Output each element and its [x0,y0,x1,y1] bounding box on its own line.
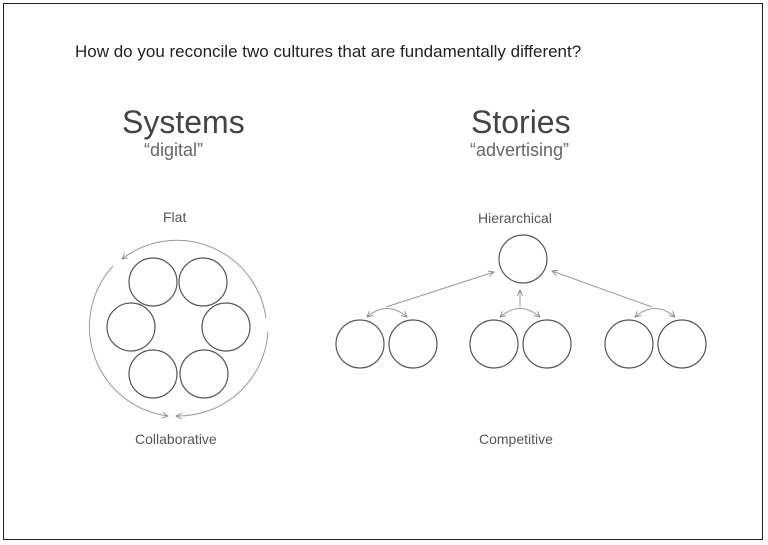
team-member-circle [106,302,156,352]
systems-subtitle: “digital” [144,140,204,160]
hierarchical-label: Hierarchical [478,210,552,226]
team-member-circle [657,319,707,369]
rivalry-arrow [500,308,540,318]
systems-title: Systems [122,104,245,140]
team-member-circle [178,257,228,307]
team-member-circle [604,319,654,369]
stories-subtitle: “advertising” [470,140,570,160]
flat-label: Flat [163,209,187,225]
hierarchy-circles [335,234,707,369]
cycle-arrow [122,239,267,319]
hierarchy-arrows [367,271,675,317]
collaborative-label: Collaborative [135,431,217,447]
slide-frame [3,3,763,540]
leader-circle [498,234,548,284]
stories-title: Stories [471,104,571,140]
slide-question: How do you reconcile two cultures that a… [75,42,582,61]
competitive-label: Competitive [479,431,553,447]
team-member-circle [522,319,572,369]
team-member-circle [201,302,251,352]
flat-team-circles [106,257,251,399]
team-member-circle [179,349,229,399]
team-member-circle [469,319,519,369]
hierarchy-arrow [385,272,494,308]
cycle-arrows [89,239,269,416]
rivalry-arrow [635,308,675,318]
cycle-arrow [176,331,269,416]
cycle-arrow [89,265,168,416]
team-member-circle [335,319,385,369]
team-member-circle [128,257,178,307]
team-member-circle [388,319,438,369]
team-member-circle [128,349,178,399]
rivalry-arrow [367,308,407,318]
hierarchy-arrow [552,271,653,308]
